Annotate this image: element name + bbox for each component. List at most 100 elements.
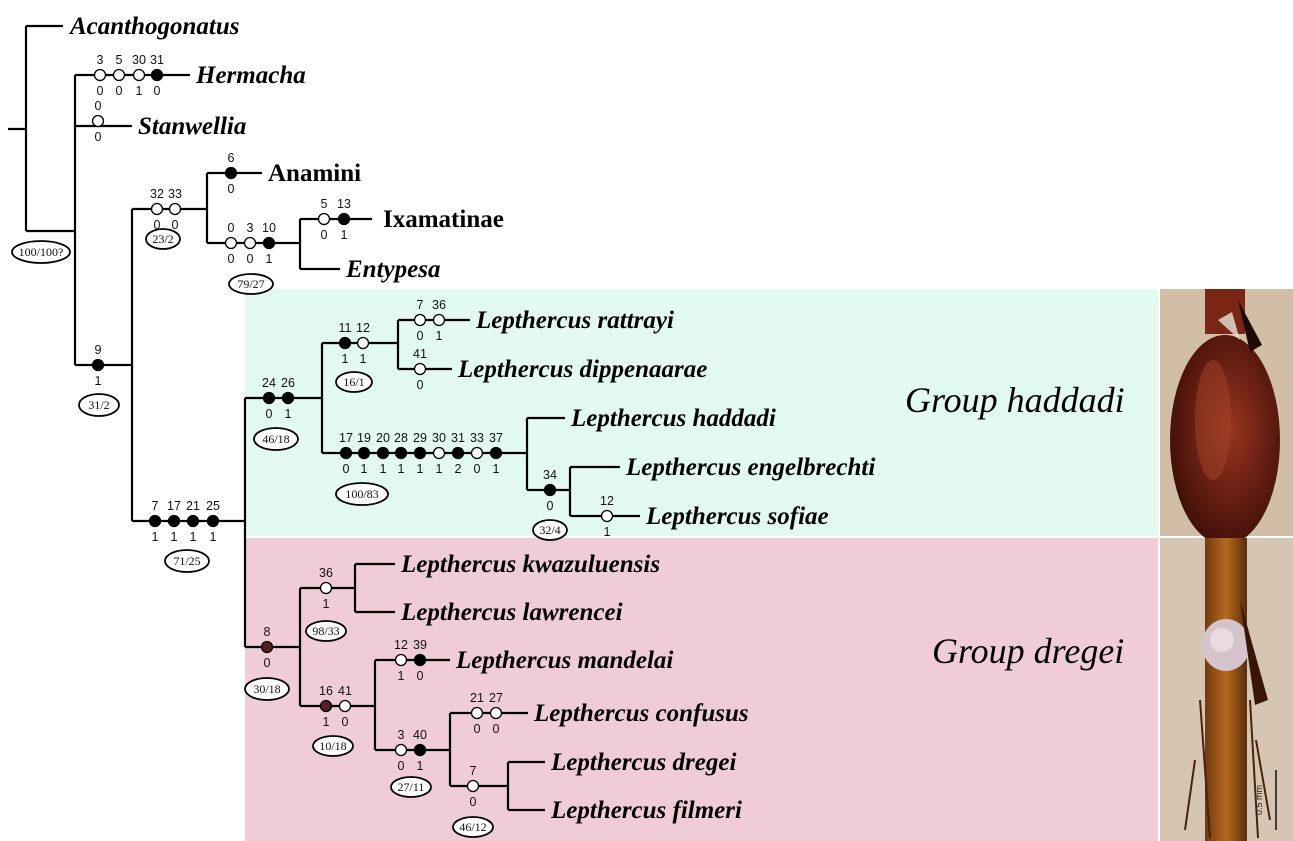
- character-marker-stanwellia-0: [91, 114, 105, 128]
- character-marker-haddadi_clade-37: [489, 446, 503, 460]
- character-state-hermacha-5: 0: [116, 84, 123, 98]
- character-state-mandelai-12: 1: [398, 669, 405, 683]
- taxon-label-lawrencei: Lepthercus lawrencei: [400, 599, 623, 626]
- support-value-anamini-ix: 23/2: [152, 232, 173, 246]
- support-value-dregei-group: 30/18: [253, 682, 280, 696]
- character-number-lepthercus-7: 7: [152, 499, 159, 513]
- character-state-lepthercus-21: 1: [190, 530, 197, 544]
- support-rattrayi-dipp: 16/1: [335, 371, 373, 393]
- character-number-haddadi_clade-29: 29: [413, 431, 427, 445]
- character-marker-mand_clade-16: [319, 699, 333, 713]
- character-marker-haddadi_clade-31: [451, 446, 465, 460]
- character-marker-confusus-21: [470, 706, 484, 720]
- character-marker-lepthercus-7: [148, 514, 162, 528]
- group-label-dregei: Group dregei: [932, 631, 1124, 671]
- character-marker-ixamatinae-5: [317, 212, 331, 226]
- character-number-haddadi_clade-17: 17: [339, 431, 353, 445]
- character-state-rattrayi-7: 0: [417, 329, 424, 343]
- character-number-conf_clade-40: 40: [413, 728, 427, 742]
- taxon-label-kwazuluensis: Lepthercus kwazuluensis: [400, 551, 660, 578]
- photo-dregei: 0.5 mm: [1160, 538, 1293, 841]
- character-state-mand_clade-16: 1: [323, 715, 330, 729]
- character-state-anamini_ix-33: 0: [172, 218, 179, 232]
- character-state-ixent-3: 0: [247, 252, 254, 266]
- character-number-mand_clade-16: 16: [319, 684, 333, 698]
- character-state-rattrayi_dipp-11: 1: [342, 352, 349, 366]
- character-state-haddadi_clade-31: 2: [455, 462, 462, 476]
- character-number-mandelai-12: 12: [394, 638, 408, 652]
- taxon-label-dregei: Lepthercus dregei: [550, 749, 736, 776]
- support-core: 31/2: [78, 393, 120, 417]
- character-state-stanwellia-0: 0: [95, 130, 102, 144]
- taxon-label-ixamatinae: Ixamatinae: [383, 206, 504, 233]
- support-haddadi-group: 46/18: [253, 427, 299, 451]
- photo-haddadi: [1160, 289, 1293, 545]
- character-number-haddadi_clade-28: 28: [394, 431, 408, 445]
- character-state-confusus-21: 0: [474, 722, 481, 736]
- character-marker-anamini_ix-32: [150, 202, 164, 216]
- support-ixent: 79/27: [228, 273, 274, 295]
- character-number-haddadi_group-24: 24: [262, 376, 276, 390]
- character-state-hermacha-3: 0: [97, 84, 104, 98]
- character-number-dippenaarae-41: 41: [413, 347, 427, 361]
- character-marker-dreg_film-7: [466, 779, 480, 793]
- character-number-hermacha-5: 5: [116, 53, 123, 67]
- character-state-core-9: 1: [95, 374, 102, 388]
- character-marker-ixent-10: [262, 236, 276, 250]
- character-state-ixamatinae-5: 0: [321, 228, 328, 242]
- character-state-dippenaarae-41: 0: [417, 378, 424, 392]
- support-value-eng-sof: 32/4: [539, 523, 560, 537]
- taxon-label-anamini: Anamini: [268, 160, 361, 187]
- support-root: 100/100?: [11, 240, 71, 264]
- character-marker-rattrayi-36: [432, 313, 446, 327]
- character-marker-hermacha-3: [93, 68, 107, 82]
- character-number-ixamatinae-5: 5: [321, 197, 328, 211]
- character-number-hermacha-31: 31: [150, 53, 164, 67]
- character-number-ixent-0: 0: [228, 221, 235, 235]
- character-state-haddadi_group-26: 1: [285, 407, 292, 421]
- character-marker-mand_clade-41: [338, 699, 352, 713]
- character-number-anamini-6: 6: [228, 151, 235, 165]
- character-state-sofiae-12: 1: [604, 525, 611, 539]
- character-number-confusus-27: 27: [489, 691, 503, 705]
- character-marker-hermacha-31: [150, 68, 164, 82]
- character-number-lepthercus-17: 17: [167, 499, 181, 513]
- character-number-anamini_ix-32: 32: [150, 187, 164, 201]
- character-state-mandelai-39: 0: [417, 669, 424, 683]
- character-state-hermacha-31: 0: [154, 84, 161, 98]
- character-marker-lepthercus-17: [167, 514, 181, 528]
- character-number-anamini_ix-33: 33: [168, 187, 182, 201]
- character-number-lepthercus-21: 21: [186, 499, 200, 513]
- character-number-mandelai-39: 39: [413, 638, 427, 652]
- character-number-sofiae-12: 12: [600, 494, 614, 508]
- taxon-label-filmeri: Lepthercus filmeri: [550, 797, 742, 824]
- character-number-haddadi_clade-33: 33: [470, 431, 484, 445]
- support-value-haddadi-clade: 100/83: [345, 487, 378, 501]
- taxon-label-hermacha: Hermacha: [195, 62, 306, 89]
- taxon-label-stanwellia: Stanwellia: [138, 113, 246, 140]
- group-label-haddadi: Group haddadi: [905, 380, 1125, 420]
- support-value-kwa-law: 98/33: [312, 624, 339, 638]
- support-haddadi-clade: 100/83: [335, 482, 389, 506]
- character-state-lepthercus-17: 1: [171, 530, 178, 544]
- taxon-label-mandelai: Lepthercus mandelai: [455, 647, 673, 674]
- scale-bar-label: 0.5 mm: [1254, 785, 1264, 815]
- character-number-rattrayi_dipp-11: 11: [339, 321, 352, 335]
- character-state-haddadi_clade-19: 1: [361, 462, 368, 476]
- character-marker-haddadi_clade-33: [470, 446, 484, 460]
- character-marker-haddadi_group-26: [281, 391, 295, 405]
- character-state-conf_clade-40: 1: [417, 759, 424, 773]
- character-state-anamini_ix-32: 0: [154, 218, 161, 232]
- character-marker-haddadi_clade-29: [413, 446, 427, 460]
- character-marker-anamini-6: [224, 166, 238, 180]
- character-number-hermacha-3: 3: [97, 53, 104, 67]
- support-value-core: 31/2: [88, 398, 109, 412]
- character-state-ixamatinae-13: 1: [341, 228, 348, 242]
- character-number-rattrayi-7: 7: [417, 298, 424, 312]
- support-eng-sof: 32/4: [532, 519, 568, 541]
- taxon-label-entypesa: Entypesa: [345, 256, 440, 283]
- support-kwa-law: 98/33: [305, 620, 347, 642]
- character-state-rattrayi_dipp-12: 1: [360, 352, 367, 366]
- taxon-label-confusus: Lepthercus confusus: [533, 700, 749, 727]
- character-number-ixent-10: 10: [262, 221, 276, 235]
